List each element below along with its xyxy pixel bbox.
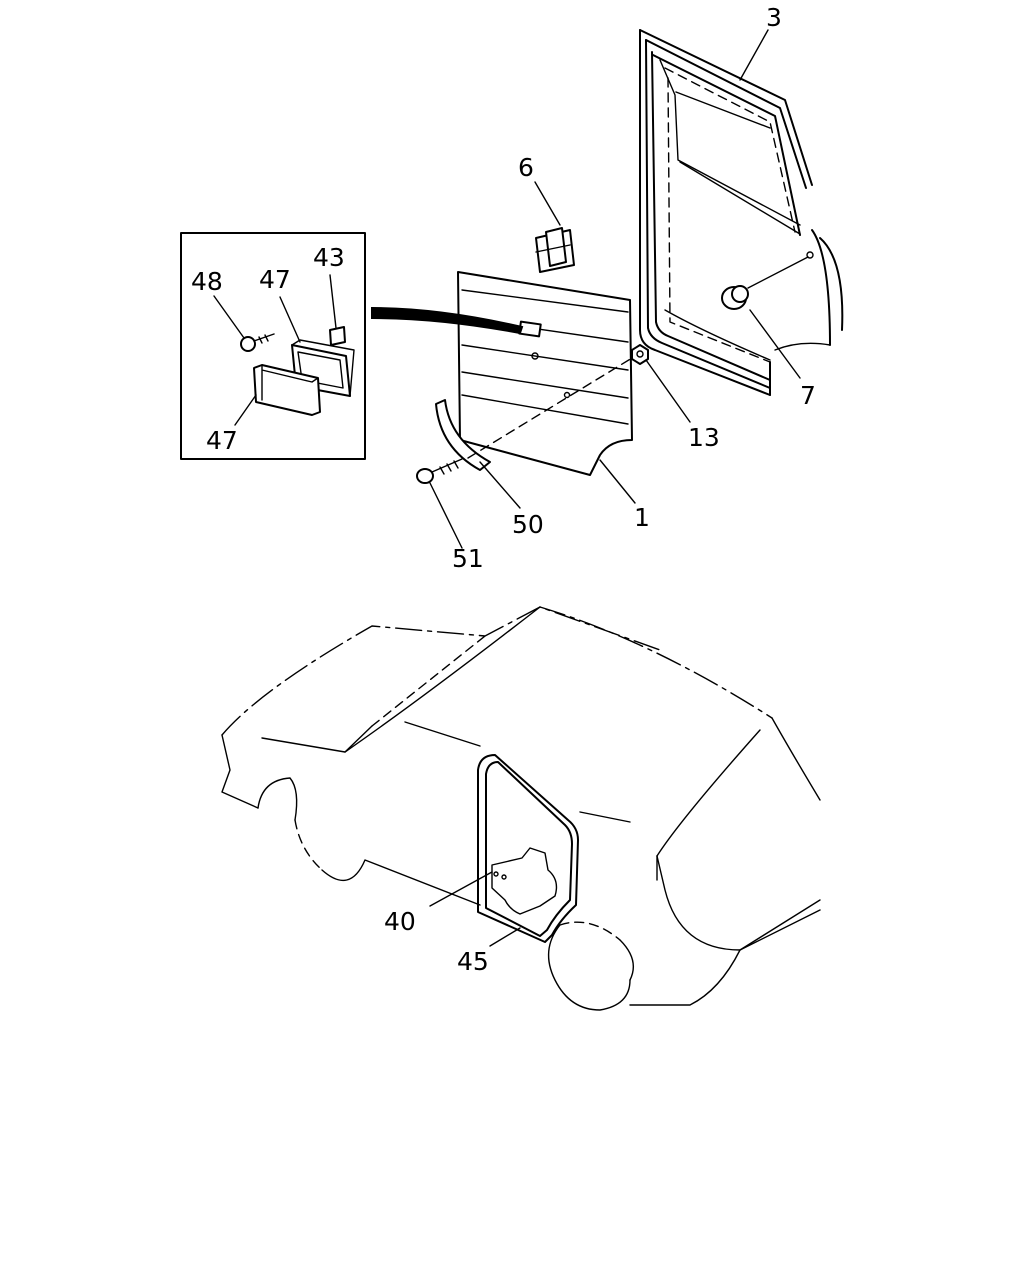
callout-6[interactable]: 6 bbox=[518, 153, 534, 182]
vehicle-body bbox=[221, 606, 821, 1011]
callout-47-upper[interactable]: 47 bbox=[259, 265, 291, 294]
pull-handle-part-50[interactable] bbox=[435, 399, 491, 471]
callout-48[interactable]: 48 bbox=[191, 267, 223, 296]
screw-part-48[interactable] bbox=[240, 333, 275, 352]
callout-1[interactable]: 1 bbox=[634, 503, 650, 532]
leader-lines bbox=[213, 29, 801, 947]
clip-part-6[interactable] bbox=[535, 227, 575, 273]
nut-part-13[interactable] bbox=[631, 344, 649, 365]
callout-50[interactable]: 50 bbox=[512, 510, 544, 539]
cover-part-47-lower[interactable] bbox=[253, 364, 321, 416]
door-frame-part-3[interactable] bbox=[639, 29, 844, 396]
detail-inset-box bbox=[180, 232, 366, 460]
callout-7[interactable]: 7 bbox=[800, 381, 816, 410]
screw-part-51[interactable] bbox=[416, 458, 463, 484]
callout-47-lower[interactable]: 47 bbox=[206, 426, 238, 455]
callout-45[interactable]: 45 bbox=[457, 947, 489, 976]
weatherstrip-part-45[interactable] bbox=[477, 754, 579, 943]
door-trim-panel-part-1[interactable] bbox=[457, 271, 633, 476]
callout-3[interactable]: 3 bbox=[766, 3, 782, 32]
callout-51[interactable]: 51 bbox=[452, 544, 484, 573]
callouts: 3 6 43 48 47 7 13 47 1 50 51 40 45 bbox=[191, 3, 816, 976]
callout-13[interactable]: 13 bbox=[688, 423, 720, 452]
fastener-part-7[interactable] bbox=[721, 256, 809, 310]
alignment-line bbox=[467, 357, 633, 459]
door-panel-part-40[interactable] bbox=[491, 847, 558, 915]
clip-part-43[interactable] bbox=[329, 326, 346, 346]
callout-40[interactable]: 40 bbox=[384, 907, 416, 936]
callout-43[interactable]: 43 bbox=[313, 243, 345, 272]
inset-leader-arrow bbox=[371, 306, 524, 335]
